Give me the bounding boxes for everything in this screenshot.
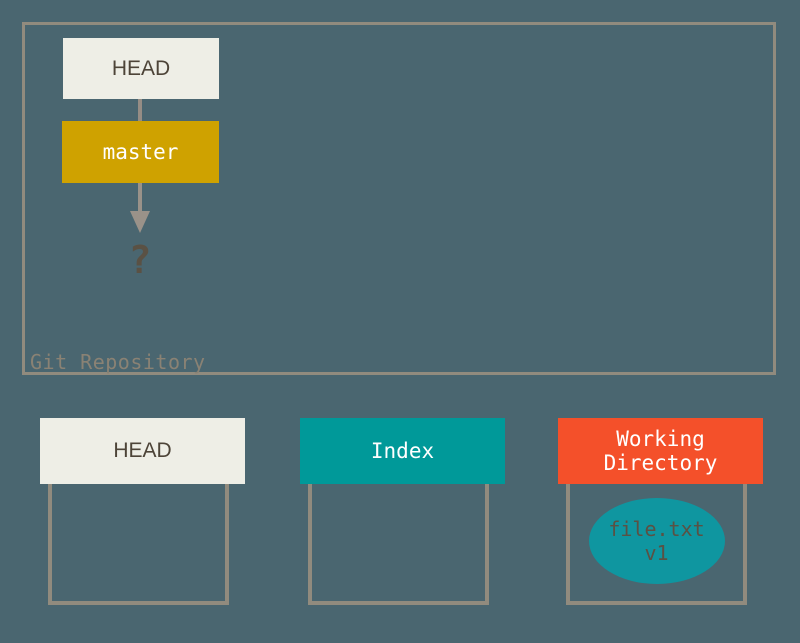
area-index-body: [308, 484, 489, 605]
area-index-title: Index: [300, 418, 505, 484]
file-blob-version: v1: [644, 541, 669, 565]
area-index: Index: [300, 418, 505, 605]
unknown-commit-question-mark: ?: [128, 238, 152, 282]
area-working-directory-title: Working Directory: [558, 418, 763, 484]
area-working-directory: Working Directory file.txt v1: [558, 418, 763, 605]
file-blob-file-txt: file.txt v1: [588, 498, 725, 584]
connector-head-to-master: [138, 99, 142, 122]
git-repository-frame: [22, 22, 776, 375]
area-head-body: [48, 484, 229, 605]
area-working-directory-title-line1: Working: [616, 426, 705, 451]
file-blob-name: file.txt: [608, 516, 705, 541]
area-working-directory-body: file.txt v1: [566, 484, 747, 605]
area-head: HEAD: [40, 418, 245, 605]
area-head-title: HEAD: [40, 418, 245, 484]
arrow-head-icon: [130, 211, 150, 233]
repo-node-head: HEAD: [63, 38, 219, 99]
repo-node-master: master: [62, 121, 219, 183]
git-repository-label: Git Repository: [30, 350, 206, 374]
area-working-directory-title-line2: Directory: [603, 451, 718, 475]
arrow-stem-master-to-unknown: [138, 183, 142, 214]
